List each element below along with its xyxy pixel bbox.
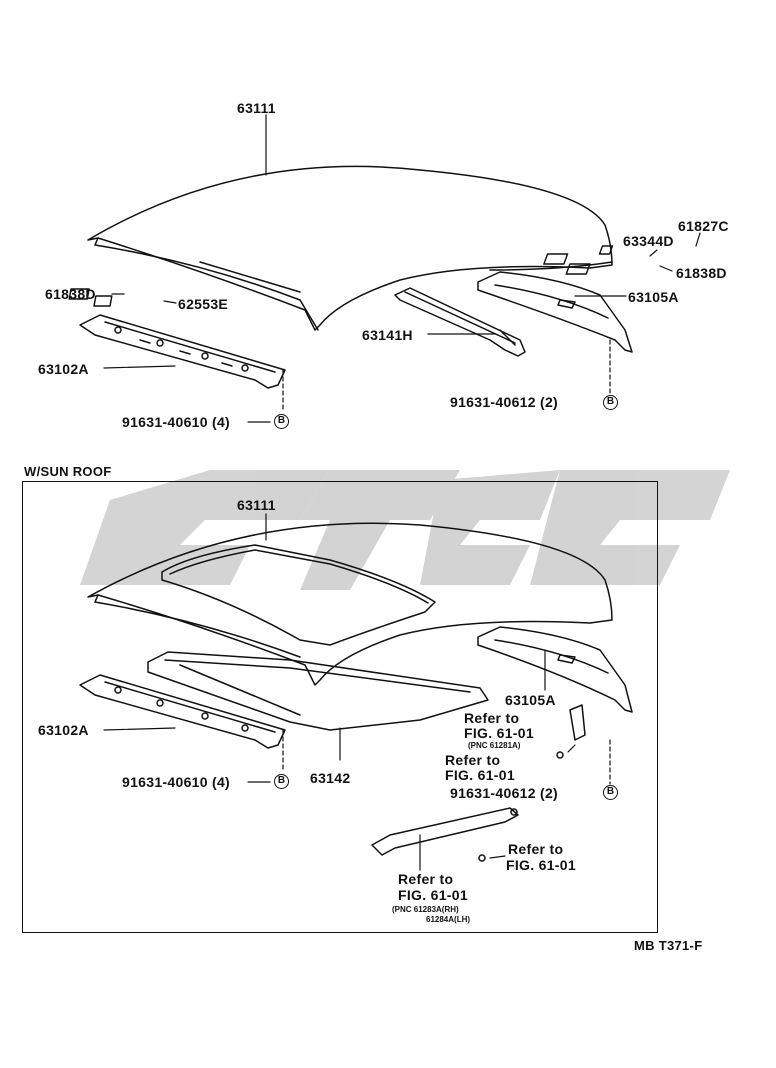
label-61838d-right: 61838D xyxy=(676,265,727,281)
lower-leaders xyxy=(103,513,611,871)
label-61838d-left: 61838D xyxy=(45,286,96,302)
ref4-line2: FIG. 61-01 xyxy=(398,887,468,903)
ref2-line2: FIG. 61-01 xyxy=(445,767,515,783)
ref4-line4: 61284A(LH) xyxy=(426,915,471,924)
label-63142: 63142 xyxy=(310,770,351,786)
ref3-line2: FIG. 61-01 xyxy=(506,857,576,873)
marker-b-upper-left: B xyxy=(274,414,289,429)
ref1-line1: Refer to xyxy=(464,710,520,726)
sunroof-section-frame xyxy=(22,481,658,933)
label-63141h: 63141H xyxy=(362,327,413,343)
pad-62553e xyxy=(93,295,113,307)
marker-b-lower-left: B xyxy=(274,774,289,789)
pad-61827c xyxy=(598,245,614,255)
footer-code: MB T371-F xyxy=(634,938,703,953)
marker-b-lower-right: B xyxy=(603,785,618,800)
label-63102a-lower: 63102A xyxy=(38,722,89,738)
ref4-line1: Refer to xyxy=(398,871,454,887)
label-bolt-lower-right: 91631-40612 (2) xyxy=(450,785,559,801)
upper-leaders xyxy=(103,114,701,423)
lower-reinforcement-63105a xyxy=(477,626,633,713)
label-61827c: 61827C xyxy=(678,218,729,234)
label-bolt-upper-left: 91631-40610 (4) xyxy=(122,414,231,430)
label-62553e: 62553E xyxy=(178,296,229,312)
upper-roof-panel xyxy=(87,165,613,331)
ref4-line3: (PNC 61283A(RH) xyxy=(392,905,459,914)
label-63102a-upper: 63102A xyxy=(38,361,89,377)
upper-reinforcement-63105a xyxy=(477,271,633,353)
pad-61838d-upper-left xyxy=(68,288,90,300)
label-63111-upper: 63111 xyxy=(237,100,276,116)
ref2-line1: Refer to xyxy=(445,752,501,768)
pad-61838d-upper-right xyxy=(565,263,591,275)
label-63105a-lower: 63105A xyxy=(505,692,556,708)
label-bolt-upper-right: 91631-40612 (2) xyxy=(450,394,559,410)
label-bolt-lower-left: 91631-40610 (4) xyxy=(122,774,231,790)
ref1-line3: (PNC 61281A) xyxy=(468,741,521,750)
lower-bracket-63102a xyxy=(79,674,286,749)
ref3-line1: Refer to xyxy=(508,841,564,857)
watermark xyxy=(80,470,730,590)
ref1-line2: FIG. 61-01 xyxy=(464,725,534,741)
label-63105a-upper: 63105A xyxy=(628,289,679,305)
sunroof-drive-rail xyxy=(371,807,519,862)
marker-b-upper-right: B xyxy=(603,395,618,410)
label-63111-lower: 63111 xyxy=(237,497,276,513)
pad-63344d xyxy=(543,253,569,265)
section-title-sunroof: W/SUN ROOF xyxy=(24,464,112,479)
sunroof-bracket xyxy=(556,704,586,759)
upper-reinforcement-63141h xyxy=(394,287,526,357)
label-63344d: 63344D xyxy=(623,233,674,249)
upper-bracket-63102a xyxy=(79,314,286,389)
lower-sunroof-frame xyxy=(147,651,489,731)
